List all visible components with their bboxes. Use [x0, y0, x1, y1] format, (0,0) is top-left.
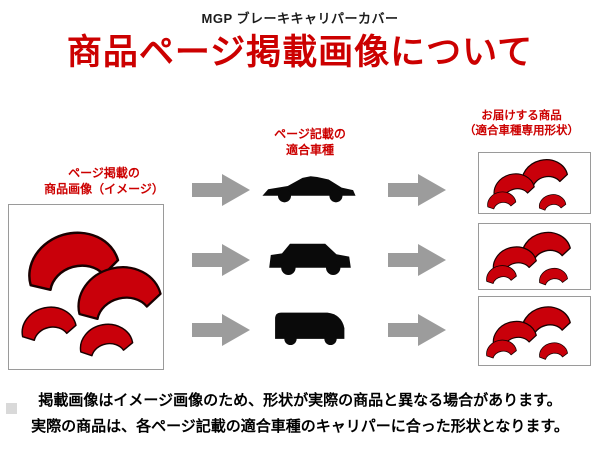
source-image-label-line1: ページ掲載の: [68, 166, 140, 180]
suv-icon: [269, 243, 351, 275]
disclaimer-line-2: 実際の商品は、各ページ記載の適合車種のキャリパーに合った形状となります。: [31, 418, 569, 435]
arrow-right-icon: [388, 174, 446, 206]
caliper-covers-image: [16, 220, 163, 359]
arrow-right-icon: [388, 314, 446, 346]
arrow-right-icon: [388, 244, 446, 276]
corner-mark: [6, 403, 17, 414]
source-image-label-line2: 商品画像（イメージ）: [44, 181, 164, 196]
delivered-product-box-suv: [478, 223, 591, 290]
vehicle-type-label-line1: ページ記載の: [274, 127, 346, 141]
sports-car-icon: [262, 176, 356, 203]
vehicle-type-label: ページ記載の 適合車種: [248, 127, 372, 158]
delivered-product-label-line1: お届けする商品: [481, 110, 562, 122]
caliper-covers-image: [484, 226, 573, 287]
arrow-right-icon: [192, 314, 250, 346]
caliper-covers-image: [484, 301, 573, 361]
disclaimer-line-1: 掲載画像はイメージ画像のため、形状が実際の商品と異なる場合があります。: [38, 392, 562, 409]
page-title: 商品ページ掲載画像について: [66, 33, 534, 72]
brand-line: MGP ブレーキキャリパーカバー: [201, 11, 399, 26]
source-product-image-box: [8, 204, 164, 370]
caliper-covers-image: [485, 154, 570, 212]
delivered-product-label-line2: （適合車種専用形状）: [464, 124, 579, 137]
delivered-product-label: お届けする商品 （適合車種専用形状）: [443, 109, 600, 139]
arrow-right-icon: [192, 174, 250, 206]
delivered-product-box-minivan: [478, 296, 591, 366]
source-image-label: ページ掲載の 商品画像（イメージ）: [22, 166, 186, 197]
delivered-product-box-sports: [478, 152, 591, 214]
arrow-right-icon: [192, 244, 250, 276]
minivan-icon: [275, 312, 345, 346]
vehicle-type-label-line2: 適合車種: [285, 142, 334, 157]
